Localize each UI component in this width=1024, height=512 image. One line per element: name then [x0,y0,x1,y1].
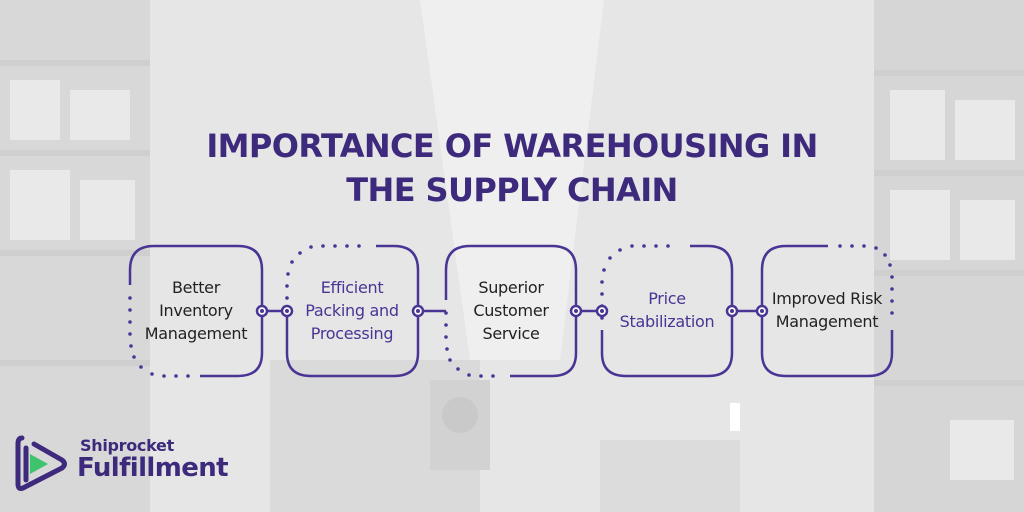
step-label-2: Efficient Packing and Processing [305,277,399,343]
brand-main-text: Fulfillment [77,453,229,483]
card-outline-4 [600,244,734,378]
play-triangle-icon [15,435,67,491]
step-label-4: Price Stabilization [619,289,715,331]
title-line-2: THE SUPPLY CHAIN [346,171,678,209]
card-outline-3 [444,244,578,378]
step-label-1: Better Inventory Management [144,277,248,343]
light-block [730,403,740,431]
title-line-1: IMPORTANCE OF WAREHOUSING IN [206,127,818,165]
brand-logo: Shiprocket Fulfillment [14,432,229,498]
page-title: IMPORTANCE OF WAREHOUSING IN THE SUPPLY … [112,124,912,212]
step-label-5: Improved Risk Management [771,289,883,331]
card-outline-1 [128,244,264,378]
card-outline-2 [285,244,420,378]
step-label-3: Superior Customer Service [473,277,549,343]
card-outline-5 [760,244,894,378]
brand-top-text: Shiprocket [80,436,174,455]
